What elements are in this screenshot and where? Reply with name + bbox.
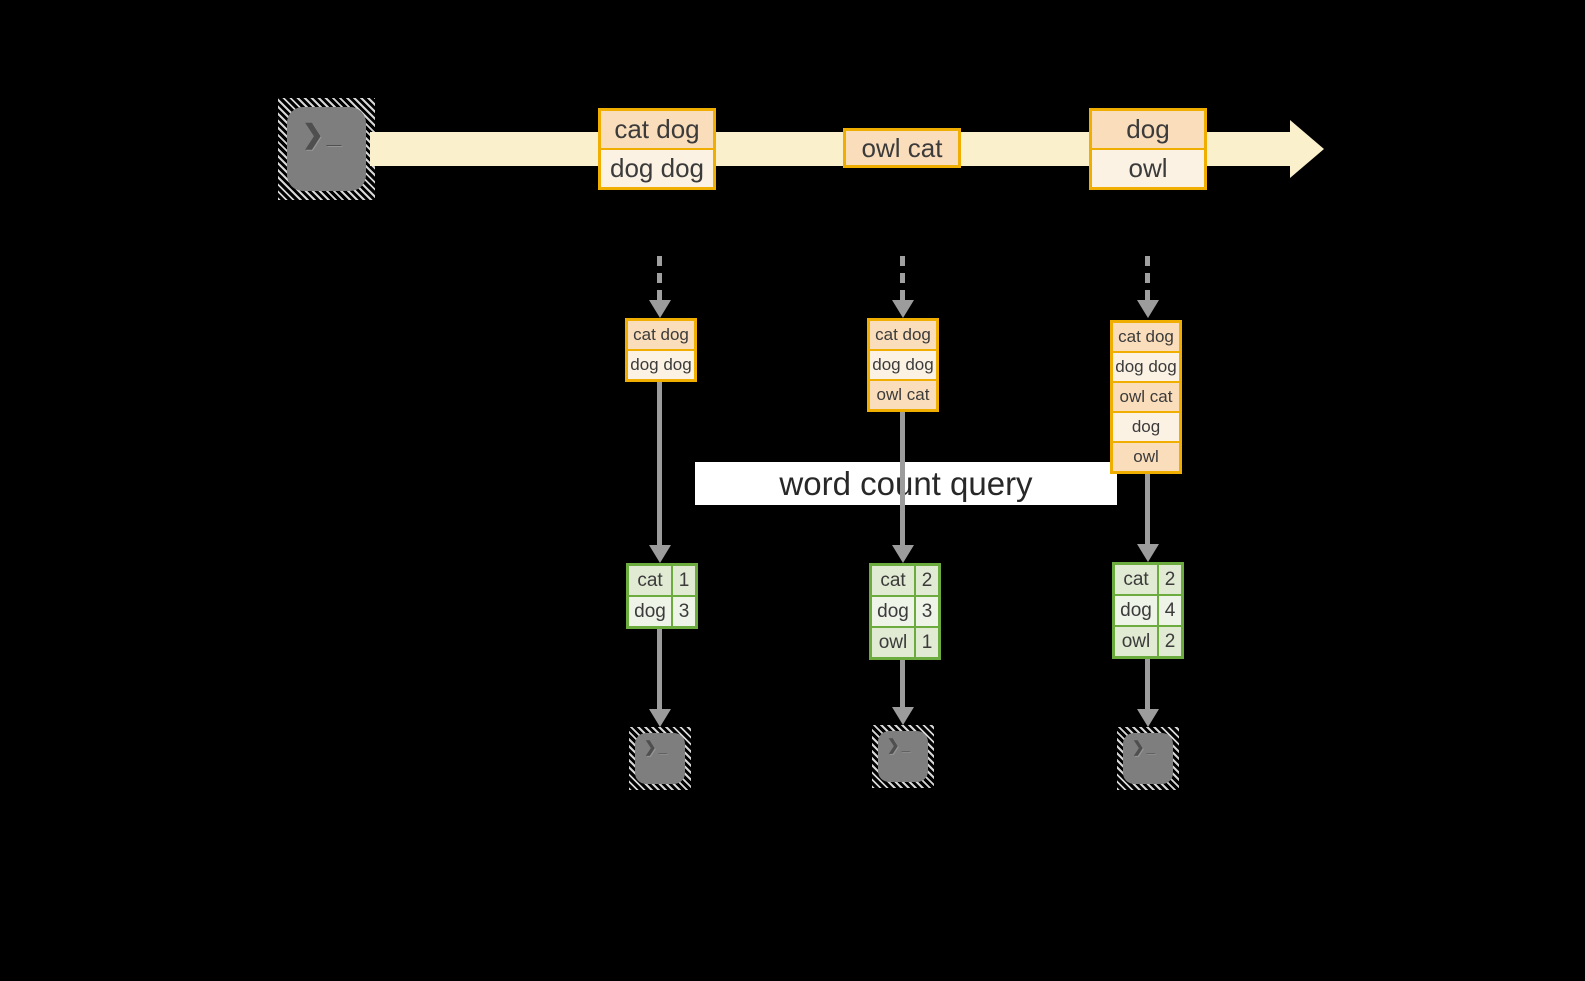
down-arrowhead-icon [1137,300,1159,318]
log-record: dog dog [1113,351,1179,381]
output-arrow [900,660,905,707]
log-record: dog dog [870,349,936,379]
query-arrow [900,412,905,545]
stream-record: cat dog [601,111,713,148]
down-arrowhead-icon [892,707,914,725]
stream-record-group-1: cat dog dog dog [598,108,716,190]
consumer-terminal-icon: ❯_ [629,727,691,790]
word-cell: owl [872,628,914,657]
producer-terminal-icon: ❯_ [278,98,375,200]
word-cell: dog [1115,596,1157,625]
stream-arrowhead-icon [1290,120,1324,178]
query-arrow [657,382,662,545]
prompt-cursor: _ [1146,739,1157,756]
consume-arrow-dashed [657,256,662,300]
prompt-cursor: _ [901,737,912,754]
word-count-table-2: cat 2 dog 3 owl 1 [869,563,941,660]
count-cell: 2 [916,566,938,595]
consumer-terminal-icon: ❯_ [1117,727,1179,790]
down-arrowhead-icon [1137,709,1159,727]
terminal-screen: ❯_ [635,733,685,784]
count-cell: 2 [1159,565,1181,594]
log-record: owl [1113,441,1179,471]
down-arrowhead-icon [649,300,671,318]
consumer-log-2: cat dog dog dog owl cat [867,318,939,412]
word-cell: dog [629,597,671,626]
log-record: cat dog [870,321,936,349]
terminal-screen: ❯_ [878,731,928,782]
query-arrow [1145,474,1150,544]
log-record: dog [1113,411,1179,441]
count-cell: 2 [1159,627,1181,656]
stream-record: dog dog [601,148,713,187]
down-arrowhead-icon [649,545,671,563]
word-count-query-banner: word count query [695,462,1117,505]
prompt-chevron: ❯ [644,739,659,756]
count-cell: 3 [916,597,938,626]
terminal-prompt-icon: ❯_ [887,736,912,754]
log-record: owl cat [870,379,936,409]
terminal-prompt-icon: ❯_ [302,119,344,150]
word-count-table-3: cat 2 dog 4 owl 2 [1112,562,1184,659]
prompt-cursor: _ [658,739,669,756]
log-record: cat dog [1113,323,1179,351]
prompt-chevron: ❯ [302,119,327,149]
down-arrowhead-icon [1137,544,1159,562]
consumer-log-1: cat dog dog dog [625,318,697,382]
terminal-screen: ❯_ [1123,733,1173,784]
stream-record-group-3: dog owl [1089,108,1207,190]
word-cell: owl [1115,627,1157,656]
terminal-screen: ❯_ [287,107,366,191]
stream-record: owl cat [846,131,958,165]
down-arrowhead-icon [649,709,671,727]
down-arrowhead-icon [892,300,914,318]
stream-record: dog [1092,111,1204,148]
consume-arrow-dashed [900,256,905,300]
terminal-prompt-icon: ❯_ [644,738,669,756]
down-arrowhead-icon [892,545,914,563]
log-record: dog dog [628,349,694,379]
log-record: cat dog [628,321,694,349]
count-cell: 1 [916,628,938,657]
output-arrow [1145,659,1150,709]
stream-record: owl [1092,148,1204,187]
output-arrow [657,629,662,709]
word-cell: cat [629,566,671,595]
terminal-prompt-icon: ❯_ [1132,738,1157,756]
count-cell: 4 [1159,596,1181,625]
consumer-terminal-icon: ❯_ [872,725,934,788]
consumer-log-3: cat dog dog dog owl cat dog owl [1110,320,1182,474]
consume-arrow-dashed [1145,256,1150,300]
log-record: owl cat [1113,381,1179,411]
prompt-chevron: ❯ [887,737,902,754]
count-cell: 1 [673,566,695,595]
stream-record-group-2: owl cat [843,128,961,168]
count-cell: 3 [673,597,695,626]
prompt-cursor: _ [326,119,345,149]
word-cell: dog [872,597,914,626]
word-cell: cat [1115,565,1157,594]
word-count-table-1: cat 1 dog 3 [626,563,698,629]
word-cell: cat [872,566,914,595]
prompt-chevron: ❯ [1132,739,1147,756]
